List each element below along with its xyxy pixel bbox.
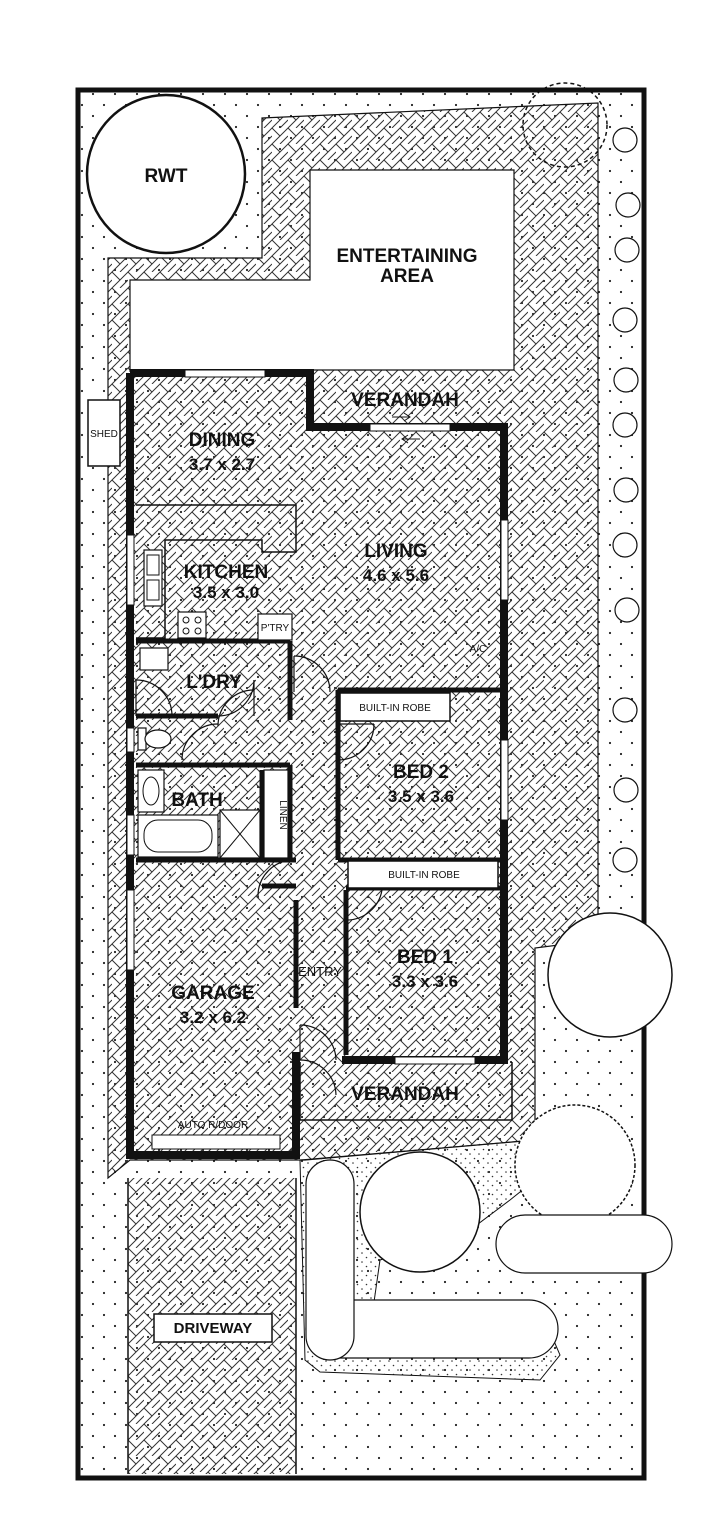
bed1-size: 3.3 x 3.6 [392, 972, 458, 991]
bed2-size: 3.5 x 3.6 [388, 787, 454, 806]
built-in-robe-bed2 [339, 692, 451, 722]
linen-cupboard [263, 769, 289, 859]
vanity [137, 769, 165, 813]
ac-label: A/C [470, 644, 487, 655]
entertaining-label-2: AREA [380, 266, 434, 287]
bed2-robe-label: BUILT-IN ROBE [359, 703, 431, 714]
sink-icon [143, 549, 163, 607]
entry-label: ENTRY [298, 964, 342, 979]
pantry-label: P'TRY [261, 623, 290, 634]
linen-label: LINEN [277, 800, 288, 829]
verandah-top-label: VERANDAH [351, 390, 459, 411]
windows [126, 369, 509, 1150]
shed-label: SHED [90, 429, 118, 440]
stove-icon [177, 611, 207, 639]
bathtub-icon [137, 814, 219, 858]
toilet-icon [137, 727, 172, 751]
rainwater-tank [85, 93, 247, 255]
door-swing-icon [135, 655, 383, 1096]
kitchen-bench [136, 504, 297, 639]
bed1-robe-label: BUILT-IN ROBE [388, 870, 460, 881]
dining-size: 3.7 x 2.7 [189, 455, 255, 474]
dining-label: DINING [189, 430, 256, 451]
verandah-front-label: VERANDAH [351, 1084, 459, 1105]
pantry-box [257, 613, 293, 641]
driveway-label: DRIVEWAY [174, 1320, 253, 1337]
entertaining-label-1: ENTERTAINING [336, 246, 477, 267]
rwt-label: RWT [145, 166, 188, 187]
garage-label: GARAGE [171, 983, 254, 1004]
bed2-label: BED 2 [393, 762, 449, 783]
shrub-icon [305, 127, 673, 1361]
kitchen-label: KITCHEN [184, 562, 268, 583]
living-size: 4.6 x 5.6 [363, 566, 429, 585]
laundry-label: L'DRY [186, 672, 242, 693]
living-label: LIVING [364, 541, 427, 562]
garage-door-label: AUTO R/DOOR [178, 1120, 248, 1131]
driveway-label-box [153, 1313, 273, 1343]
bath-label: BATH [171, 790, 222, 811]
kitchen-size: 3.5 x 3.0 [193, 583, 259, 602]
built-in-robe-bed1 [347, 860, 499, 889]
tree-icon [359, 82, 673, 1273]
sliding-door-icon [369, 412, 451, 444]
bed1-label: BED 1 [397, 947, 453, 968]
shed [87, 399, 121, 467]
interior-walls [136, 638, 504, 1055]
laundry-tub [139, 647, 169, 671]
entry-porch [299, 1062, 512, 1121]
garage-size: 3.2 x 6.2 [180, 1008, 246, 1027]
